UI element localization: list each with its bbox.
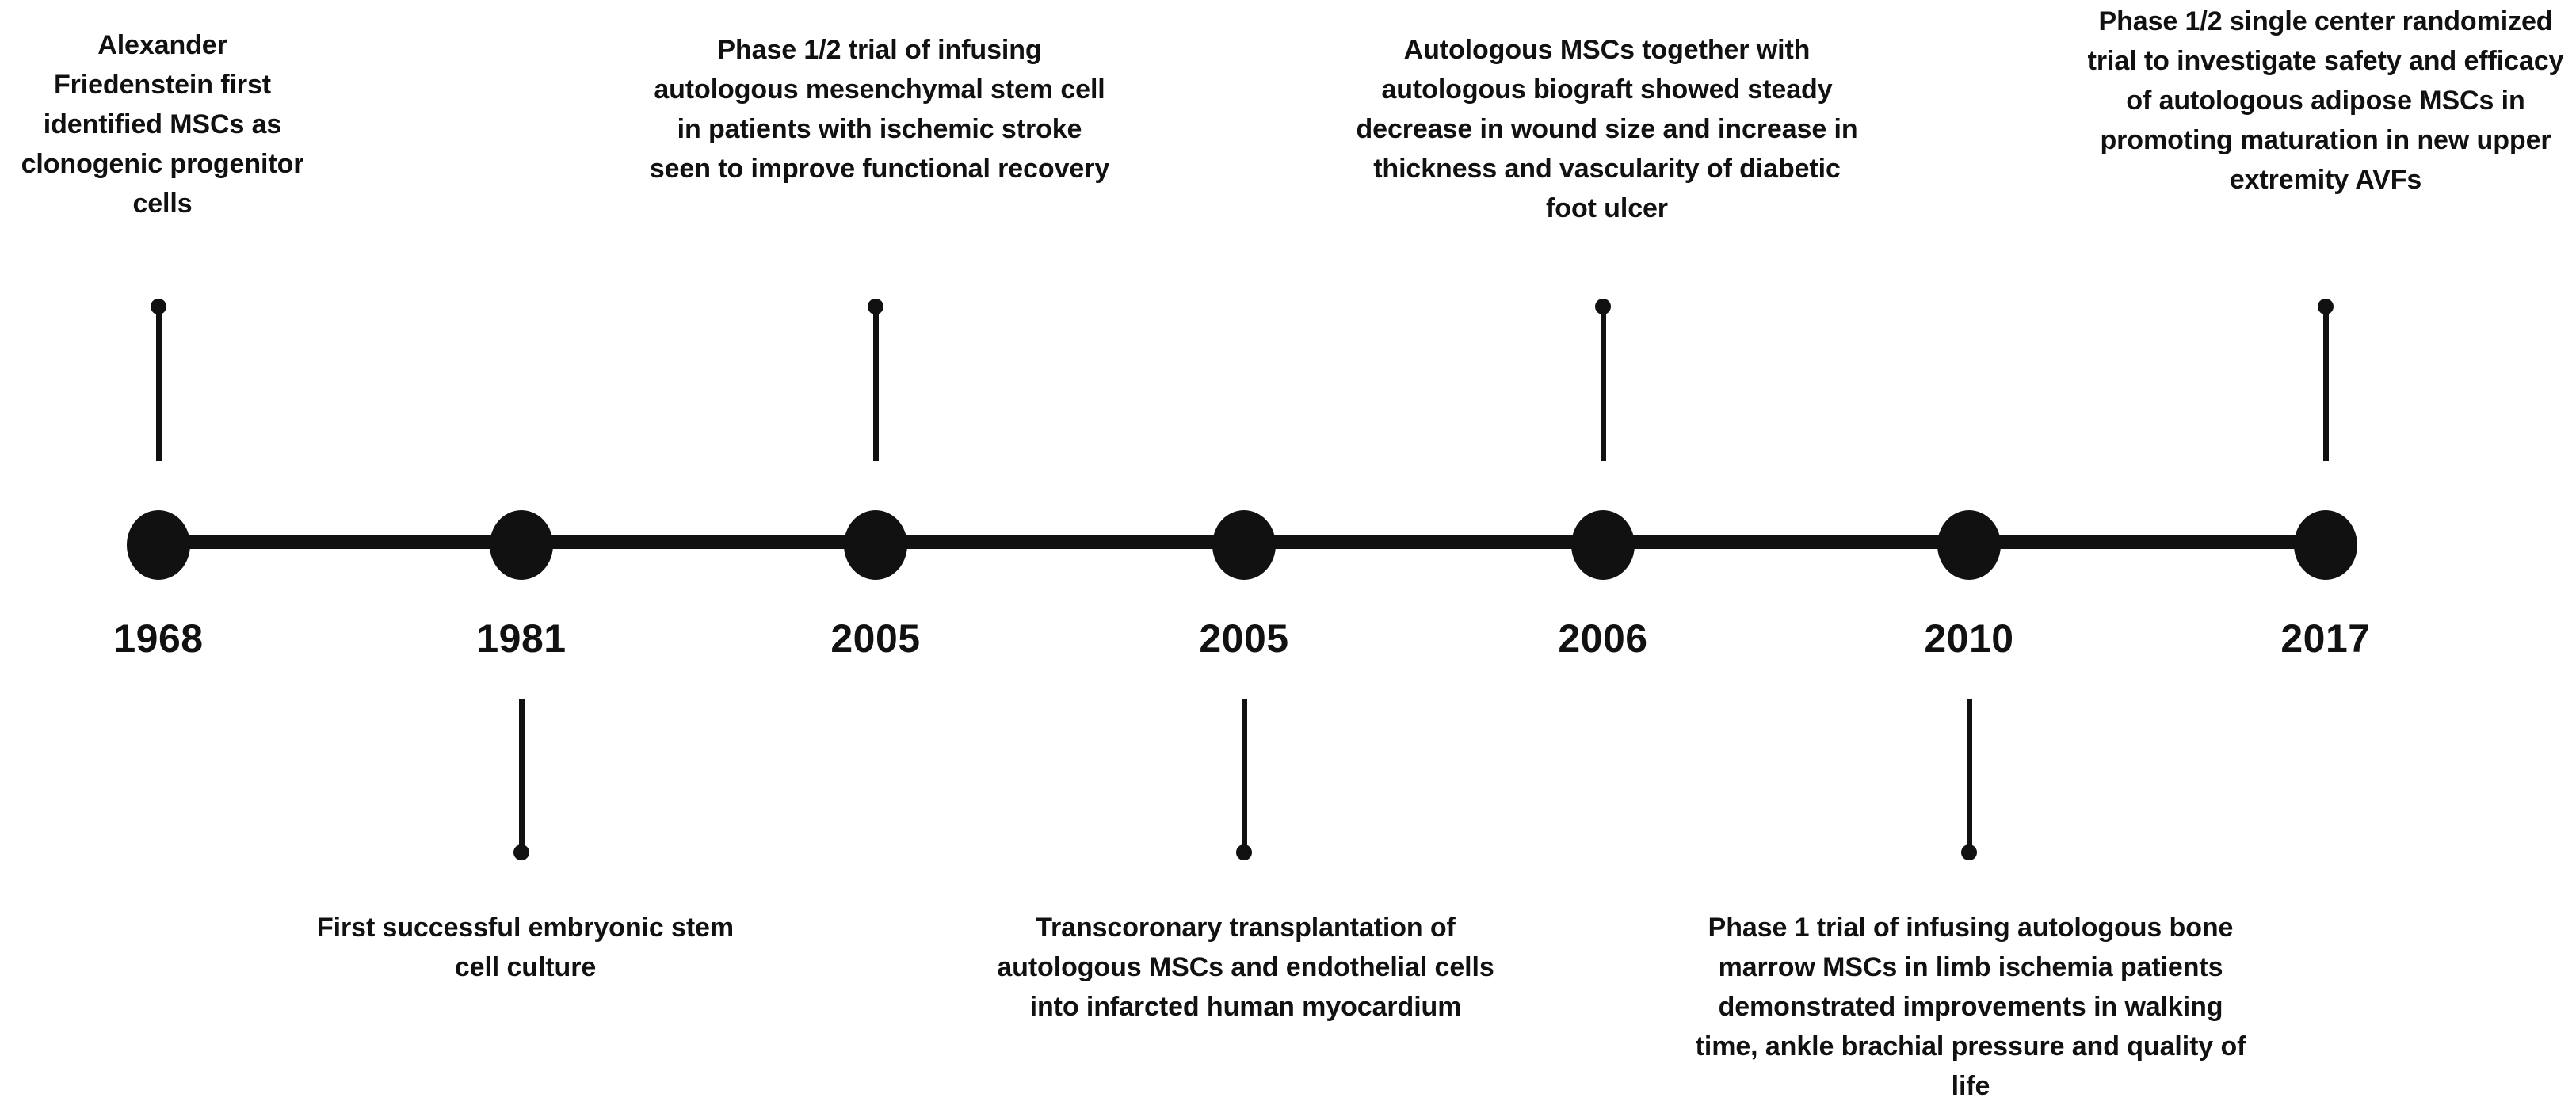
timeline-node-1981[interactable] [490,510,553,580]
connector-stem-4 [1242,699,1247,849]
connector-dot-2 [513,844,529,860]
connector-dot-7 [2318,299,2334,314]
timeline-node-2006[interactable] [1571,510,1635,580]
connector-stem-3 [873,311,879,461]
timeline-node-2010[interactable] [1937,510,2001,580]
connector-dot-3 [868,299,883,314]
year-label-2005-stroke: 2005 [830,616,921,661]
event-label-2005-myocardium: Transcoronary transplantation of autolog… [997,913,1494,1022]
connector-stem-1 [156,311,162,461]
year-label-1968: 1968 [113,616,204,661]
connector-stem-6 [1967,699,1972,849]
connector-dot-6 [1961,844,1977,860]
connector-dot-5 [1595,299,1611,314]
timeline-node-2017[interactable] [2294,510,2357,580]
connector-dot-1 [151,299,166,314]
event-label-1981: First successful embryonic stem cell cul… [317,913,734,982]
connector-dot-4 [1236,844,1252,860]
event-label-2010: Phase 1 trial of infusing autologous bon… [1695,913,2246,1101]
timeline-node-1968[interactable] [127,510,190,580]
connector-stem-2 [519,699,525,849]
timeline-node-2005-myocardium[interactable] [1212,510,1276,580]
year-label-2005-myocardium: 2005 [1199,616,1289,661]
event-label-2006: Autologous MSCs together with autologous… [1356,35,1858,223]
year-label-2006: 2006 [1558,616,1648,661]
event-label-2005-stroke: Phase 1/2 trial of infusing autologous m… [649,35,1110,184]
year-label-2010: 2010 [1924,616,2014,661]
year-label-1981: 1981 [476,616,567,661]
connector-stem-5 [1601,311,1606,461]
timeline-node-2005-stroke[interactable] [844,510,907,580]
event-label-1968: Alexander Friedenstein first identified … [21,30,304,219]
year-label-2017: 2017 [2280,616,2371,661]
event-label-2017: Phase 1/2 single center randomized trial… [2087,6,2564,195]
connector-stem-7 [2323,311,2329,461]
